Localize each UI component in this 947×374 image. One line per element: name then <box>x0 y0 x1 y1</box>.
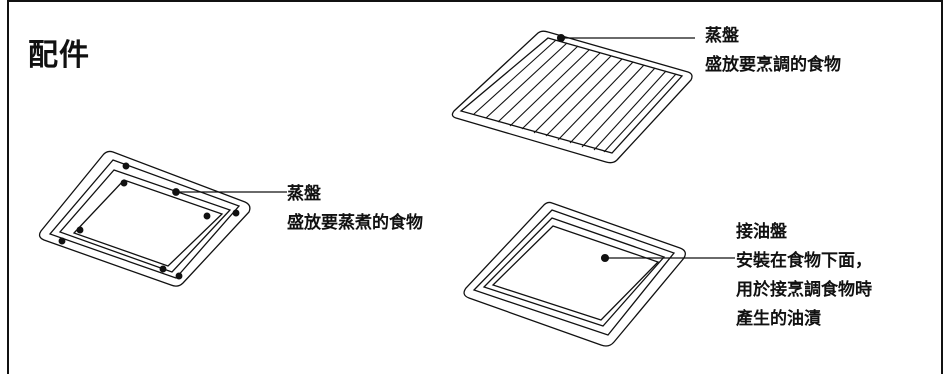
steam-tray-label: 蒸盤 盛放要蒸煮的食物 <box>287 180 423 238</box>
wire-rack-name: 蒸盤 <box>705 26 739 46</box>
wire-rack-illustration <box>451 30 695 164</box>
page-title: 配件 <box>28 38 90 73</box>
rack-wires <box>473 39 677 153</box>
steam-tray-name: 蒸盤 <box>287 184 321 204</box>
drip-tray-name: 接油盤 <box>736 222 787 242</box>
wire-rack-desc-line: 盛放要烹調的食物 <box>705 55 841 75</box>
drip-tray-desc-line: 產生的油漬 <box>736 309 821 329</box>
drip-tray-illustration <box>463 201 735 347</box>
steam-tray-illustration <box>38 150 287 287</box>
drip-tray-label: 接油盤 安裝在食物下面， 用於接烹調食物時 產生的油漬 <box>736 218 872 334</box>
drip-tray-desc-line: 安裝在食物下面， <box>736 251 872 271</box>
steam-tray-desc-line: 盛放要蒸煮的食物 <box>287 213 423 233</box>
wire-rack-label: 蒸盤 盛放要烹調的食物 <box>705 22 841 80</box>
drip-tray-desc-line: 用於接烹調食物時 <box>736 280 872 300</box>
diagram-frame <box>7 0 943 374</box>
